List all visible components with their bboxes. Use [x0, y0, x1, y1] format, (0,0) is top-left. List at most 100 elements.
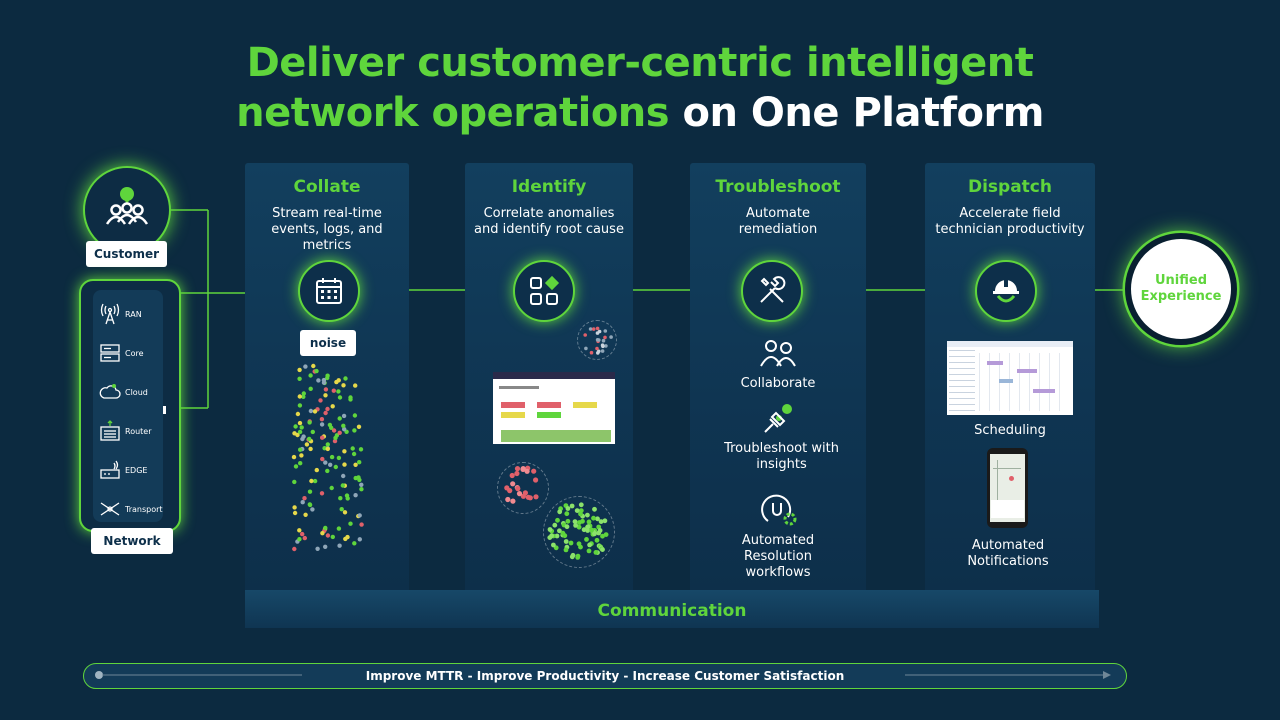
communication-label: Communication	[597, 601, 747, 621]
event-dot	[533, 494, 539, 500]
event-dot	[301, 391, 306, 396]
event-dot	[552, 522, 558, 528]
event-dot	[339, 507, 344, 512]
event-dot	[325, 446, 330, 452]
network-item-label: Transport	[125, 504, 163, 514]
event-dot	[319, 491, 325, 496]
outcomes-arrow-icon	[905, 671, 1111, 679]
network-item-ran: RAN	[99, 303, 142, 325]
event-dot	[595, 326, 600, 331]
event-dot	[587, 542, 592, 548]
event-dot	[572, 519, 578, 524]
event-dot	[314, 368, 319, 374]
column-title: Dispatch	[967, 177, 1052, 197]
event-dot	[584, 537, 589, 542]
event-dot	[578, 502, 584, 508]
event-dot	[297, 403, 303, 408]
event-dot	[589, 527, 595, 533]
event-dot	[356, 424, 362, 429]
event-dot	[359, 482, 364, 487]
scroll-handle	[163, 406, 166, 414]
event-dot	[297, 420, 303, 426]
event-dot	[574, 508, 580, 513]
event-dot	[323, 525, 328, 531]
event-dot	[330, 534, 335, 540]
network-item-transport: Transport	[99, 498, 163, 520]
noise-event-dots	[291, 363, 364, 552]
event-dot	[589, 350, 594, 355]
troubleshoot-node	[741, 260, 803, 322]
event-dot	[602, 518, 608, 524]
event-dot	[311, 363, 316, 369]
event-dot	[531, 468, 537, 474]
network-label: Network	[91, 528, 173, 554]
event-dot	[578, 508, 584, 513]
event-dot	[336, 389, 341, 394]
event-dot	[564, 524, 570, 530]
workflow-gear-icon	[761, 494, 797, 526]
event-dot	[320, 531, 325, 536]
event-dot	[509, 472, 515, 479]
event-dot	[596, 530, 602, 536]
event-dot	[314, 467, 319, 473]
customer-label: Customer	[86, 241, 167, 267]
event-dot	[325, 406, 330, 412]
event-dot	[333, 464, 338, 470]
event-dot	[510, 498, 516, 504]
router-icon	[100, 420, 120, 441]
event-dot	[563, 547, 569, 553]
event-dot	[301, 394, 306, 399]
network-item-label: Cloud	[125, 387, 148, 397]
event-dot	[337, 395, 343, 400]
column-description: Stream real-time events, logs, and metri…	[271, 206, 383, 253]
event-dot	[297, 429, 303, 435]
event-dot	[515, 486, 521, 492]
event-dot	[295, 411, 301, 417]
event-dot	[337, 416, 342, 421]
event-dot	[568, 540, 574, 546]
event-dot	[323, 393, 328, 398]
tools-icon	[760, 276, 786, 303]
event-dot	[292, 479, 297, 485]
event-dot	[320, 435, 325, 440]
event-dot	[318, 398, 323, 403]
event-dot	[353, 493, 358, 498]
event-dot	[581, 527, 587, 533]
event-dot	[328, 462, 333, 467]
event-dot	[308, 408, 314, 414]
event-dot	[600, 547, 605, 552]
event-dot	[586, 519, 592, 525]
event-dot	[352, 413, 358, 418]
event-dot	[351, 451, 357, 457]
event-dot	[563, 539, 569, 544]
event-dot	[565, 518, 571, 524]
event-dot	[325, 375, 330, 381]
event-dot	[337, 430, 342, 435]
event-dot	[585, 528, 591, 533]
event-dot	[325, 442, 330, 447]
event-dot	[600, 533, 605, 539]
event-dot	[297, 528, 302, 533]
event-dot	[593, 550, 599, 555]
event-dot	[293, 464, 299, 469]
event-dot	[516, 491, 523, 497]
column-description: Accelerate field technician productivity	[935, 206, 1085, 237]
event-dot	[310, 507, 315, 512]
scheduling-label: Scheduling	[974, 423, 1046, 438]
event-dot	[352, 428, 357, 433]
event-dot	[308, 373, 313, 378]
event-dot	[299, 425, 304, 430]
event-dot	[303, 364, 308, 369]
apps-grid-icon	[530, 275, 560, 305]
network-item-label: Router	[125, 426, 152, 436]
event-dot	[341, 383, 346, 388]
event-dot	[551, 542, 556, 548]
event-dot	[340, 483, 345, 488]
event-dot	[344, 493, 350, 498]
event-dot	[297, 376, 302, 381]
event-dot	[601, 344, 605, 349]
event-dot	[307, 420, 312, 425]
event-dot	[514, 466, 521, 472]
unified-experience-circle: Unified Experience	[1125, 233, 1237, 345]
event-dot	[573, 523, 578, 528]
